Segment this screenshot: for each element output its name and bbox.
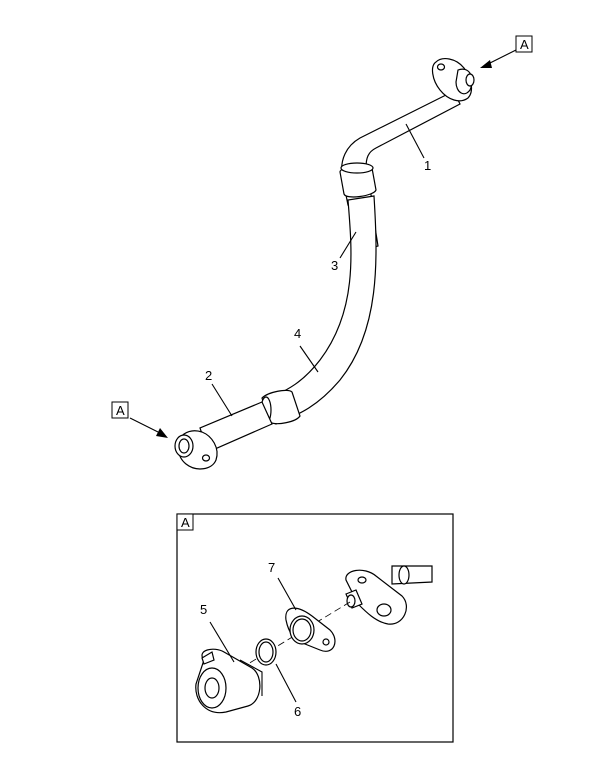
- callout-2: 2: [205, 368, 212, 383]
- callout-5: 5: [200, 602, 207, 617]
- view-ref-top-right: A: [480, 35, 533, 68]
- callout-7: 7: [268, 560, 275, 575]
- view-ref-left-label: A: [116, 403, 125, 418]
- detail-view-box: A: [176, 513, 454, 743]
- detail-box-label: A: [181, 515, 190, 530]
- leader-lines: [211, 123, 425, 417]
- view-ref-left: A: [111, 401, 168, 438]
- callout-6: 6: [294, 704, 301, 719]
- callout-3: 3: [331, 258, 338, 273]
- callout-1: 1: [424, 158, 431, 173]
- hose-assembly: [174, 58, 475, 470]
- callout-4: 4: [294, 326, 301, 341]
- view-ref-top-right-label: A: [520, 37, 529, 52]
